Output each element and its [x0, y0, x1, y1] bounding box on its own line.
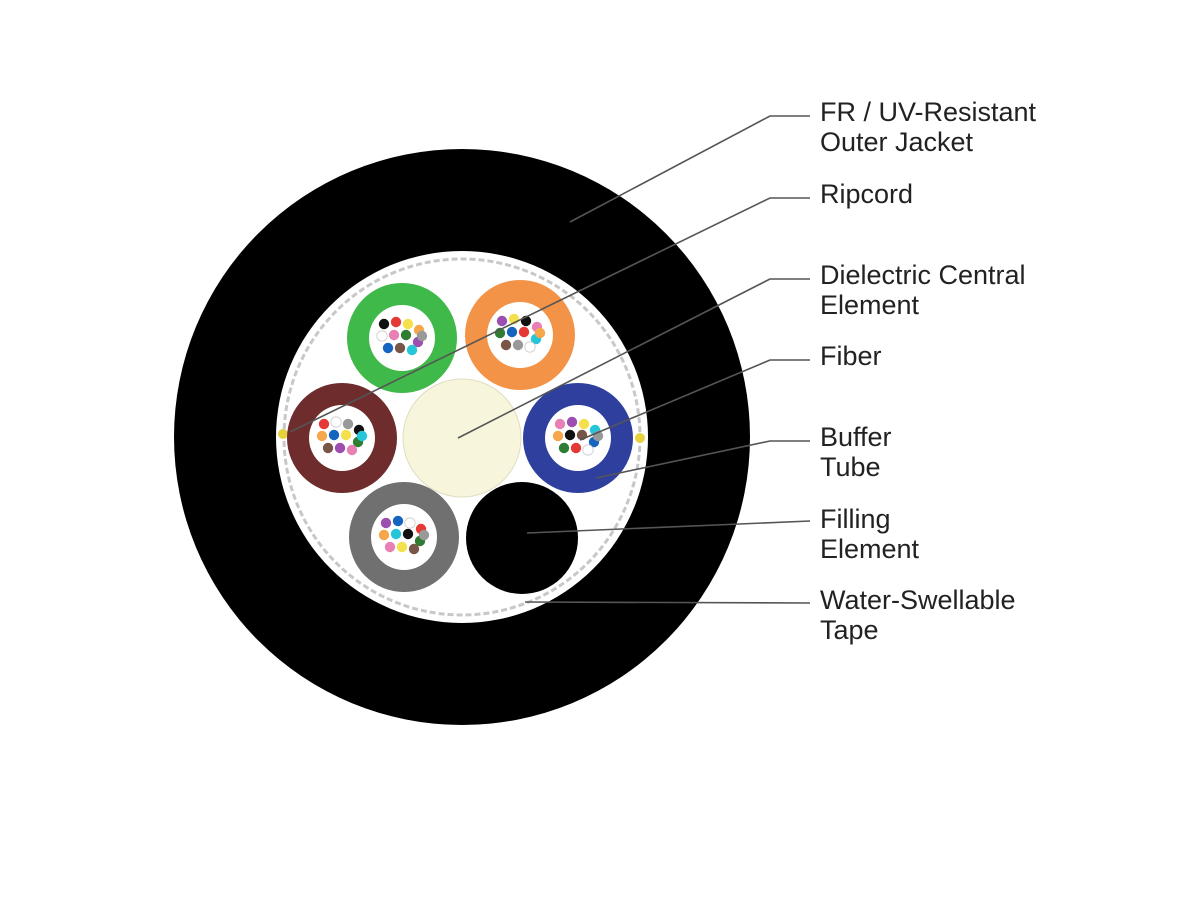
fiber — [390, 316, 402, 328]
label-line: Element — [820, 534, 920, 564]
fiber — [318, 418, 330, 430]
fiber — [404, 517, 416, 529]
leader-tape — [524, 601, 811, 604]
leader-central — [457, 278, 810, 439]
fiber — [418, 529, 430, 541]
leader-jacket — [569, 115, 810, 223]
fiber — [416, 330, 428, 342]
fiber — [564, 429, 576, 441]
fiber — [322, 442, 334, 454]
label-line: Element — [820, 290, 920, 320]
fiber — [578, 418, 590, 430]
fiber — [408, 543, 420, 555]
label-line: Filling — [820, 504, 891, 534]
fiber — [566, 416, 578, 428]
label-line: Fiber — [820, 341, 882, 371]
fiber — [394, 342, 406, 354]
fiber — [506, 326, 518, 338]
label-line: FR / UV-Resistant — [820, 97, 1037, 127]
label-line: Tube — [820, 452, 881, 482]
fiber — [582, 444, 594, 456]
fiber — [328, 429, 340, 441]
label-line: Dielectric Central — [820, 260, 1026, 290]
label-line: Outer Jacket — [820, 127, 974, 157]
filling-element — [466, 482, 578, 594]
fiber — [334, 442, 346, 454]
fiber — [496, 315, 508, 327]
label-line: Ripcord — [820, 179, 914, 209]
leader-lines — [289, 115, 811, 604]
label-line: Tape — [820, 615, 879, 645]
fiber — [316, 430, 328, 442]
fiber — [570, 442, 582, 454]
fiber — [380, 517, 392, 529]
fiber — [356, 430, 368, 442]
ripcord-right — [635, 433, 645, 443]
fiber — [390, 528, 402, 540]
fiber — [382, 342, 394, 354]
fiber — [340, 429, 352, 441]
fiber — [554, 418, 566, 430]
fiber — [518, 326, 530, 338]
label-line: Water-Swellable — [820, 585, 1016, 615]
fiber — [402, 318, 414, 330]
fiber — [558, 442, 570, 454]
fiber — [346, 444, 358, 456]
leader-filling — [526, 520, 811, 534]
dielectric-central-element — [402, 378, 522, 498]
buffer-tubes-group — [287, 280, 633, 592]
fiber — [330, 416, 342, 428]
leader-fiber — [579, 359, 810, 441]
leader-buffer — [595, 440, 810, 479]
fiber — [512, 339, 524, 351]
ripcord-left — [278, 429, 288, 439]
label-line: Buffer — [820, 422, 892, 452]
fiber — [500, 339, 512, 351]
label-outer-jacket: FR / UV-Resistant Outer Jacket — [820, 97, 1036, 157]
label-filling-element: Filling Element — [820, 504, 919, 564]
fiber — [388, 329, 400, 341]
label-ripcord: Ripcord — [820, 179, 913, 209]
leader-ripcord — [289, 197, 810, 433]
label-fiber: Fiber — [820, 341, 882, 371]
label-central-element: Dielectric Central Element — [820, 260, 1026, 320]
fiber — [396, 541, 408, 553]
fiber — [400, 329, 412, 341]
label-buffer-tube: Buffer Tube — [820, 422, 892, 482]
fiber — [376, 330, 388, 342]
fiber — [384, 541, 396, 553]
fiber — [378, 318, 390, 330]
fiber — [402, 528, 414, 540]
fiber — [524, 341, 536, 353]
fiber — [378, 529, 390, 541]
fiber — [342, 418, 354, 430]
fiber — [552, 430, 564, 442]
fiber — [534, 327, 546, 339]
label-water-swellable-tape: Water-Swellable Tape — [820, 585, 1016, 645]
fiber — [406, 344, 418, 356]
fiber — [392, 515, 404, 527]
